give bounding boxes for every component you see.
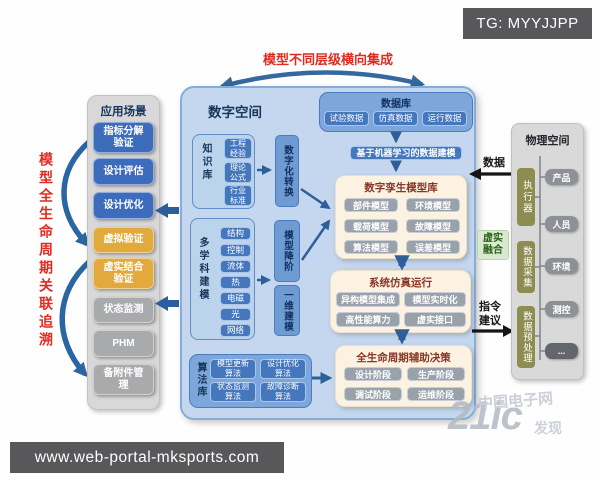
scenario-item: 虚实结合验证	[93, 258, 154, 289]
scenario-item: 指标分解验证	[93, 122, 154, 153]
integration-arc	[218, 70, 426, 91]
discipline-item: 网络	[220, 324, 251, 337]
database-title: 数据库	[381, 99, 411, 110]
twin-library-group: 数字孪生模型库 部件模型 环境模型 载荷模型 故障模型 算法模型 误差模型	[335, 175, 467, 259]
command-arrow	[472, 325, 514, 337]
physical-item: 测控	[545, 301, 578, 317]
simulation-group: 系统仿真运行 异构模型集成 模型实时化 高性能算力 虚实接口	[330, 270, 471, 333]
physical-space-panel: 物理空间 执行器 数据采集 数据预处理 产品 人员 环境 测控 ...	[511, 123, 584, 380]
scenario-item: PHM	[93, 330, 154, 357]
multidisciplinary-title: 多学科建模	[197, 237, 208, 302]
digital-space-title: 数字空间	[208, 105, 262, 120]
database-item: 仿真数据	[373, 111, 418, 126]
left-block-arrow	[155, 296, 179, 311]
url-badge: www.web-portal-mksports.com	[10, 442, 284, 473]
tg-badge: TG: MYYJJPP	[463, 8, 592, 39]
discipline-item: 控制	[220, 244, 251, 257]
database-item: 运行数据	[422, 111, 467, 126]
data-flow-arrow	[469, 168, 514, 180]
virtual-real-fusion-box: 虚实融合	[477, 230, 509, 260]
algorithm-item: 状态监测算法	[210, 382, 256, 402]
algorithm-item: 模型更新算法	[210, 359, 256, 379]
scenario-item: 设计评估	[93, 158, 154, 185]
physical-space-title: 物理空间	[525, 135, 570, 147]
decision-title: 全生命周期辅助决策	[356, 352, 451, 364]
scenario-item: 备附件管理	[93, 364, 154, 395]
scenario-item: 状态监测	[93, 297, 154, 323]
algorithm-item: 设计优化算法	[260, 359, 306, 379]
simulation-item: 高性能算力	[336, 312, 400, 327]
physical-item: ...	[545, 343, 578, 359]
decision-group: 全生命周期辅助决策 设计阶段 生产阶段 调试阶段 运维阶段	[335, 345, 472, 407]
knowledge-item: 行业标准	[224, 185, 252, 206]
decision-item: 运维阶段	[407, 387, 465, 401]
simulation-item: 虚实接口	[404, 312, 466, 327]
knowledge-item: 工程经验	[224, 138, 252, 159]
watermark-brand: 21ic	[448, 394, 523, 438]
scenario-item: 虚拟验证	[93, 227, 154, 253]
twin-model-item: 载荷模型	[344, 219, 398, 233]
decision-item: 调试阶段	[344, 387, 402, 401]
scenario-item: 设计优化	[93, 192, 154, 219]
discipline-item: 流体	[220, 260, 251, 273]
one-dim-modeling-box: 一维建模	[282, 289, 293, 332]
application-scenarios-title: 应用场景	[100, 106, 147, 118]
ml-modeling-bar: 基于机器学习的数据建模	[350, 146, 462, 160]
decision-item: 生产阶段	[407, 367, 465, 381]
knowledge-item: 理论公式	[224, 162, 252, 183]
twin-model-item: 环境模型	[406, 198, 460, 212]
discipline-item: 光	[220, 308, 251, 321]
multidisciplinary-group: 多学科建模 结构 控制 流体 热 电磁 光 网络	[190, 218, 255, 340]
lifecycle-trace-label: 模型全生命周期关联追溯	[38, 152, 54, 350]
cycle-arrows	[59, 138, 93, 378]
digital-space-panel: 数字空间 数据库 试验数据 仿真数据 运行数据 基于机器学习的数据建模 知识库 …	[180, 86, 476, 420]
physical-item: 产品	[545, 169, 578, 185]
algorithm-item: 故障诊断算法	[260, 382, 306, 402]
application-scenarios-panel: 应用场景 指标分解验证 设计评估 设计优化 虚拟验证 虚实结合验证 状态监测 P…	[87, 95, 160, 410]
physical-item: 环境	[545, 258, 578, 274]
decision-item: 设计阶段	[344, 367, 402, 381]
simulation-item: 模型实时化	[404, 292, 466, 307]
model-reduction-box: 模型降阶	[282, 230, 293, 272]
watermark-sub: 发现	[534, 420, 562, 436]
database-item: 试验数据	[324, 111, 369, 126]
discipline-item: 热	[220, 276, 251, 289]
watermark-name: 中国电子网	[477, 390, 554, 413]
twin-library-title: 数字孪生模型库	[364, 182, 438, 194]
physical-item: 人员	[545, 216, 578, 232]
discipline-item: 电磁	[220, 292, 251, 305]
twin-model-item: 算法模型	[344, 240, 398, 254]
actuator-box: 执行器	[521, 179, 532, 215]
command-label: 指令建议	[479, 301, 501, 327]
data-acquisition-box: 数据采集	[521, 246, 532, 288]
simulation-title: 系统仿真运行	[369, 277, 432, 289]
data-flow-label: 数据	[483, 157, 505, 169]
twin-model-item: 部件模型	[344, 198, 398, 212]
horizontal-integration-label: 模型不同层级横向集成	[262, 52, 393, 67]
twin-model-item: 误差模型	[406, 240, 460, 254]
digital-conversion-box: 数字化转换	[282, 144, 293, 198]
discipline-item: 结构	[220, 227, 251, 240]
knowledge-base-title: 知识库	[200, 143, 211, 182]
algorithm-library-title: 算法库	[195, 362, 206, 398]
twin-model-item: 故障模型	[406, 219, 460, 233]
simulation-item: 异构模型集成	[336, 292, 400, 307]
knowledge-base-group: 知识库 工程经验 理论公式 行业标准	[192, 134, 255, 209]
data-preprocessing-box: 数据预处理	[521, 310, 532, 364]
algorithm-library-group: 算法库 模型更新算法 设计优化算法 状态监测算法 故障诊断算法	[189, 354, 312, 408]
watermark: 21ic 中国电子网 发现	[448, 390, 598, 445]
left-block-arrow	[155, 203, 179, 218]
database-group: 数据库 试验数据 仿真数据 运行数据	[319, 92, 473, 132]
